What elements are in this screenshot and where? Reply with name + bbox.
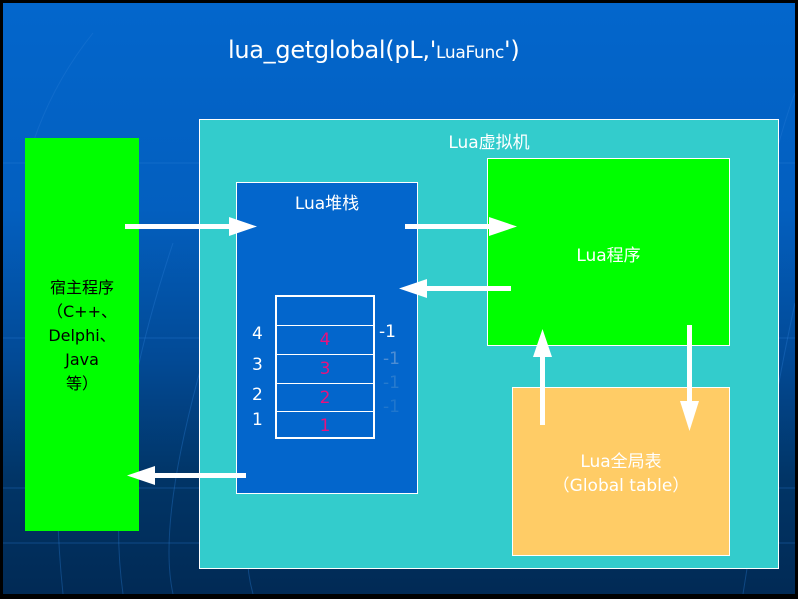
stack-index-positive: 4 — [252, 324, 263, 344]
title-suffix: ') — [504, 36, 520, 64]
stack-cell — [277, 297, 373, 326]
lua-global-table-label: Lua全局表 （Global table） — [513, 450, 729, 498]
slide: lua_getglobal(pL,'LuaFunc') 宿主程序 （C++、 D… — [3, 3, 795, 594]
global-table-line: （Global table） — [552, 476, 690, 496]
host-line: 宿主程序 — [49, 278, 114, 297]
stack-cell: 2 — [277, 383, 373, 412]
host-line: 等） — [65, 374, 98, 393]
lua-global-table-box: Lua全局表 （Global table） — [512, 387, 730, 556]
stack-index-negative-faded: -1 — [383, 349, 400, 369]
host-line: Java — [65, 350, 99, 369]
stack-index-negative: -1 — [379, 322, 396, 342]
host-program-label: 宿主程序 （C++、 Delphi、 Java 等） — [25, 276, 139, 396]
stack-cell: 3 — [277, 354, 373, 383]
stack-table: 4 3 2 1 — [275, 295, 375, 439]
page-title: lua_getglobal(pL,'LuaFunc') — [228, 36, 520, 64]
stack-cell: 1 — [277, 411, 373, 440]
stack-index-positive: 1 — [252, 410, 263, 430]
stack-cell: 4 — [277, 325, 373, 354]
host-line: Delphi、 — [48, 326, 116, 345]
stack-index-positive: 2 — [252, 385, 263, 405]
lua-stack-title: Lua堆栈 — [294, 194, 360, 214]
stack-index-negative-faded: -1 — [383, 373, 400, 393]
global-table-line: Lua全局表 — [580, 452, 662, 472]
stack-index-positive: 3 — [252, 355, 263, 375]
lua-program-label: Lua程序 — [576, 246, 641, 266]
lua-stack-box: Lua堆栈 4 3 2 1 4 3 2 1 -1 -1 -1 -1 — [236, 182, 418, 494]
host-program-box: 宿主程序 （C++、 Delphi、 Java 等） — [25, 138, 139, 531]
lua-vm-title: Lua虚拟机 — [448, 133, 530, 153]
stack-index-negative-faded: -1 — [383, 397, 400, 417]
title-argument: LuaFunc — [436, 43, 505, 63]
lua-program-box: Lua程序 — [487, 158, 730, 346]
title-prefix: lua_getglobal(pL,' — [228, 36, 436, 64]
host-line: （C++、 — [47, 302, 117, 321]
